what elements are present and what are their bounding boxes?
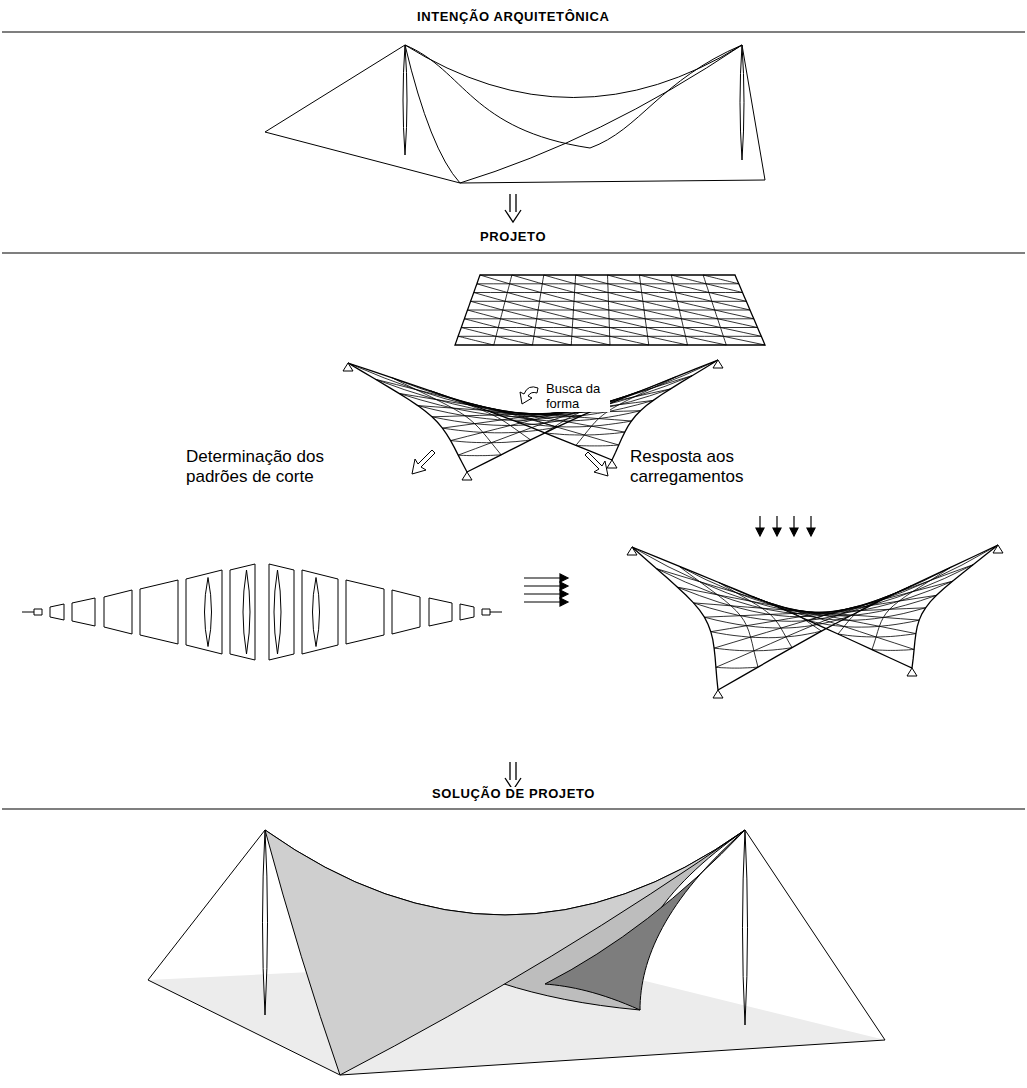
double-arrow bbox=[505, 194, 521, 222]
cutting-pattern bbox=[302, 570, 338, 654]
wind-arrowhead bbox=[560, 582, 568, 590]
guy-cable bbox=[742, 45, 765, 180]
membrane-underside bbox=[545, 830, 745, 1010]
step-label: Determinação dos padrões de corte bbox=[186, 447, 364, 486]
hollow-arrow bbox=[585, 452, 608, 476]
section-rule bbox=[2, 252, 1025, 253]
membrane-edge bbox=[460, 45, 742, 183]
section-rule bbox=[2, 31, 1025, 32]
load-arrowhead bbox=[756, 528, 764, 536]
section-heading: SOLUÇÃO DE PROJETO bbox=[428, 787, 599, 802]
load-arrowhead bbox=[807, 528, 815, 536]
section-rule bbox=[2, 808, 1025, 809]
cutting-pattern bbox=[72, 598, 95, 626]
support-symbol bbox=[627, 547, 637, 555]
cutting-pattern bbox=[392, 590, 420, 634]
membrane-edge bbox=[405, 45, 460, 183]
cutting-pattern-tip bbox=[22, 609, 42, 615]
mast bbox=[740, 45, 744, 160]
wind-arrow bbox=[524, 577, 562, 578]
wind-arrowhead bbox=[560, 598, 568, 606]
mesh-lines bbox=[348, 360, 718, 456]
support-symbol bbox=[462, 472, 472, 480]
hollow-arrow bbox=[412, 450, 435, 474]
mesh-boundary bbox=[455, 275, 765, 345]
step-label: Busca da forma bbox=[546, 382, 610, 412]
support-symbol bbox=[993, 545, 1003, 553]
membrane-edge bbox=[405, 45, 742, 98]
cutting-seam bbox=[205, 578, 212, 647]
guy-cable bbox=[148, 830, 265, 980]
mesh-boundary bbox=[632, 545, 998, 690]
cutting-pattern bbox=[269, 564, 294, 660]
ground-outline bbox=[265, 132, 765, 183]
wind-arrowhead bbox=[560, 590, 568, 598]
load-arrowhead bbox=[790, 528, 798, 536]
cutting-pattern bbox=[50, 604, 64, 620]
step-label: Resposta aos carregamentos bbox=[630, 447, 765, 486]
mesh-group bbox=[343, 275, 1003, 698]
wind-arrowhead bbox=[560, 574, 568, 582]
mast bbox=[403, 45, 407, 155]
double-arrow bbox=[505, 762, 521, 790]
membrane-edge bbox=[405, 45, 590, 148]
cutting-seam bbox=[243, 570, 250, 654]
wind-arrow bbox=[524, 585, 562, 586]
section-heading: PROJETO bbox=[476, 230, 550, 245]
cutting-pattern bbox=[140, 580, 178, 644]
cutting-seam bbox=[274, 570, 281, 654]
hollow-arrow bbox=[520, 387, 538, 404]
mesh-lines bbox=[632, 545, 998, 668]
mast bbox=[263, 830, 268, 1015]
load-arrowhead bbox=[773, 528, 781, 536]
mast bbox=[743, 830, 748, 1025]
support-symbol bbox=[713, 360, 723, 368]
support-symbol bbox=[907, 668, 917, 676]
cutting-pattern bbox=[104, 590, 132, 634]
cutting-pattern bbox=[460, 604, 474, 620]
cutting-pattern bbox=[429, 598, 452, 626]
membrane-face bbox=[265, 830, 745, 1075]
support-symbol bbox=[607, 460, 617, 468]
cutting-pattern-tip bbox=[482, 609, 502, 615]
guy-cable bbox=[745, 830, 885, 1040]
cutting-pattern bbox=[346, 580, 384, 644]
wind-arrow bbox=[524, 593, 562, 594]
mesh-lines bbox=[458, 275, 765, 345]
section-heading: INTENÇÃO ARQUITETÔNICA bbox=[413, 10, 614, 25]
support-symbol bbox=[713, 690, 723, 698]
cutting-pattern bbox=[186, 570, 222, 654]
membrane-edge bbox=[590, 45, 742, 148]
ground-outline bbox=[148, 980, 885, 1075]
wind-arrow bbox=[524, 601, 562, 602]
guy-cable bbox=[265, 45, 405, 132]
cutting-pattern bbox=[230, 564, 255, 660]
support-symbol bbox=[343, 363, 353, 371]
cutting-seam bbox=[313, 578, 320, 647]
